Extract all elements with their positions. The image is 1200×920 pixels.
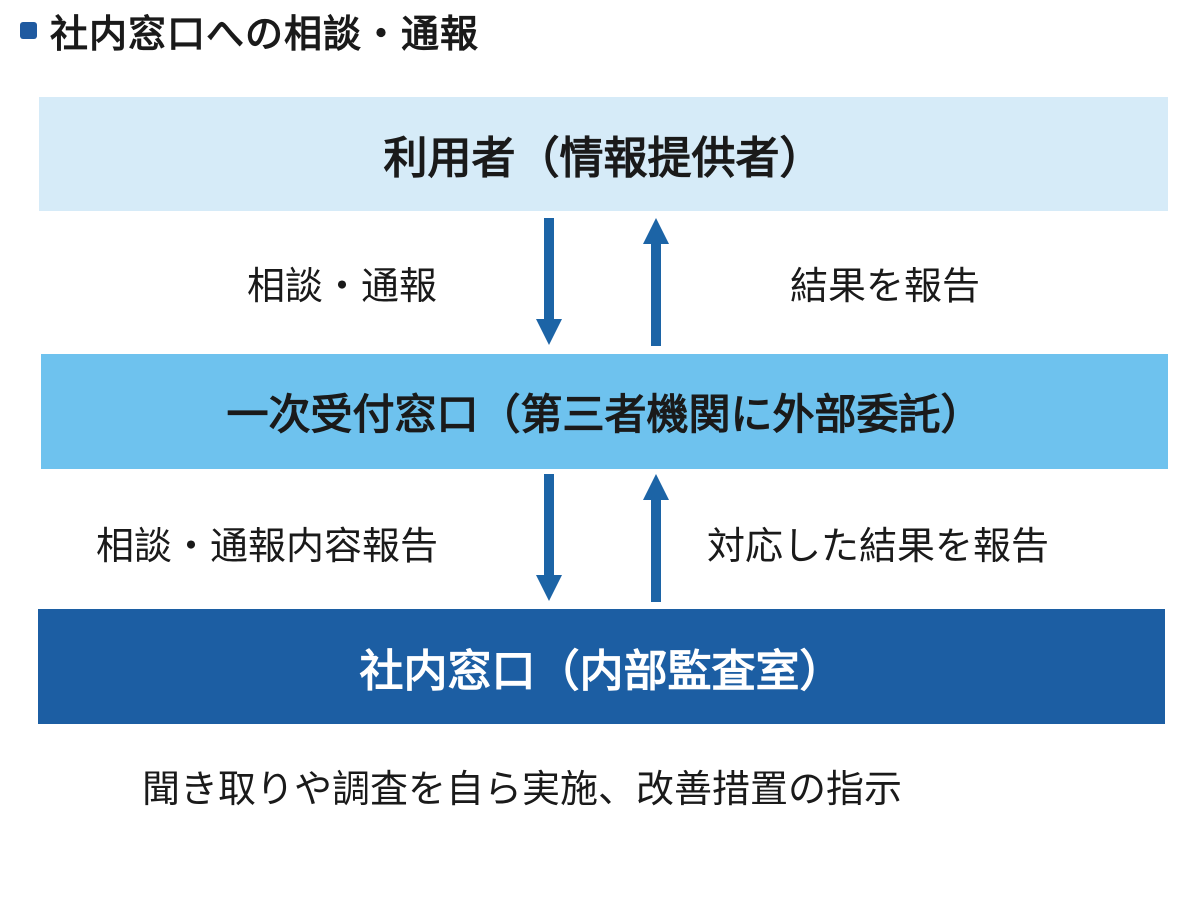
label-response-result-report: 対応した結果を報告 (707, 524, 1050, 568)
arrow-up-icon (643, 218, 669, 346)
arrow-down-icon (536, 474, 562, 601)
arrow-down-icon (536, 218, 562, 345)
page-title: 社内窓口への相談・通報 (50, 11, 480, 56)
box-internal-window: 社内窓口（内部監査室） (38, 609, 1165, 724)
label-result-report: 結果を報告 (790, 264, 981, 308)
label-consult-content-report: 相談・通報内容報告 (96, 524, 439, 568)
square-bullet-icon (20, 21, 37, 39)
arrow-up-icon (643, 474, 669, 602)
footer-note: 聞き取りや調査を自ら実施、改善措置の指示 (142, 767, 903, 811)
label-consult-report: 相談・通報 (247, 264, 438, 308)
box-user-informant: 利用者（情報提供者） (39, 97, 1168, 211)
title-row: 社内窓口への相談・通報 (20, 2, 479, 58)
box-first-reception-window: 一次受付窓口（第三者機関に外部委託） (41, 354, 1168, 469)
